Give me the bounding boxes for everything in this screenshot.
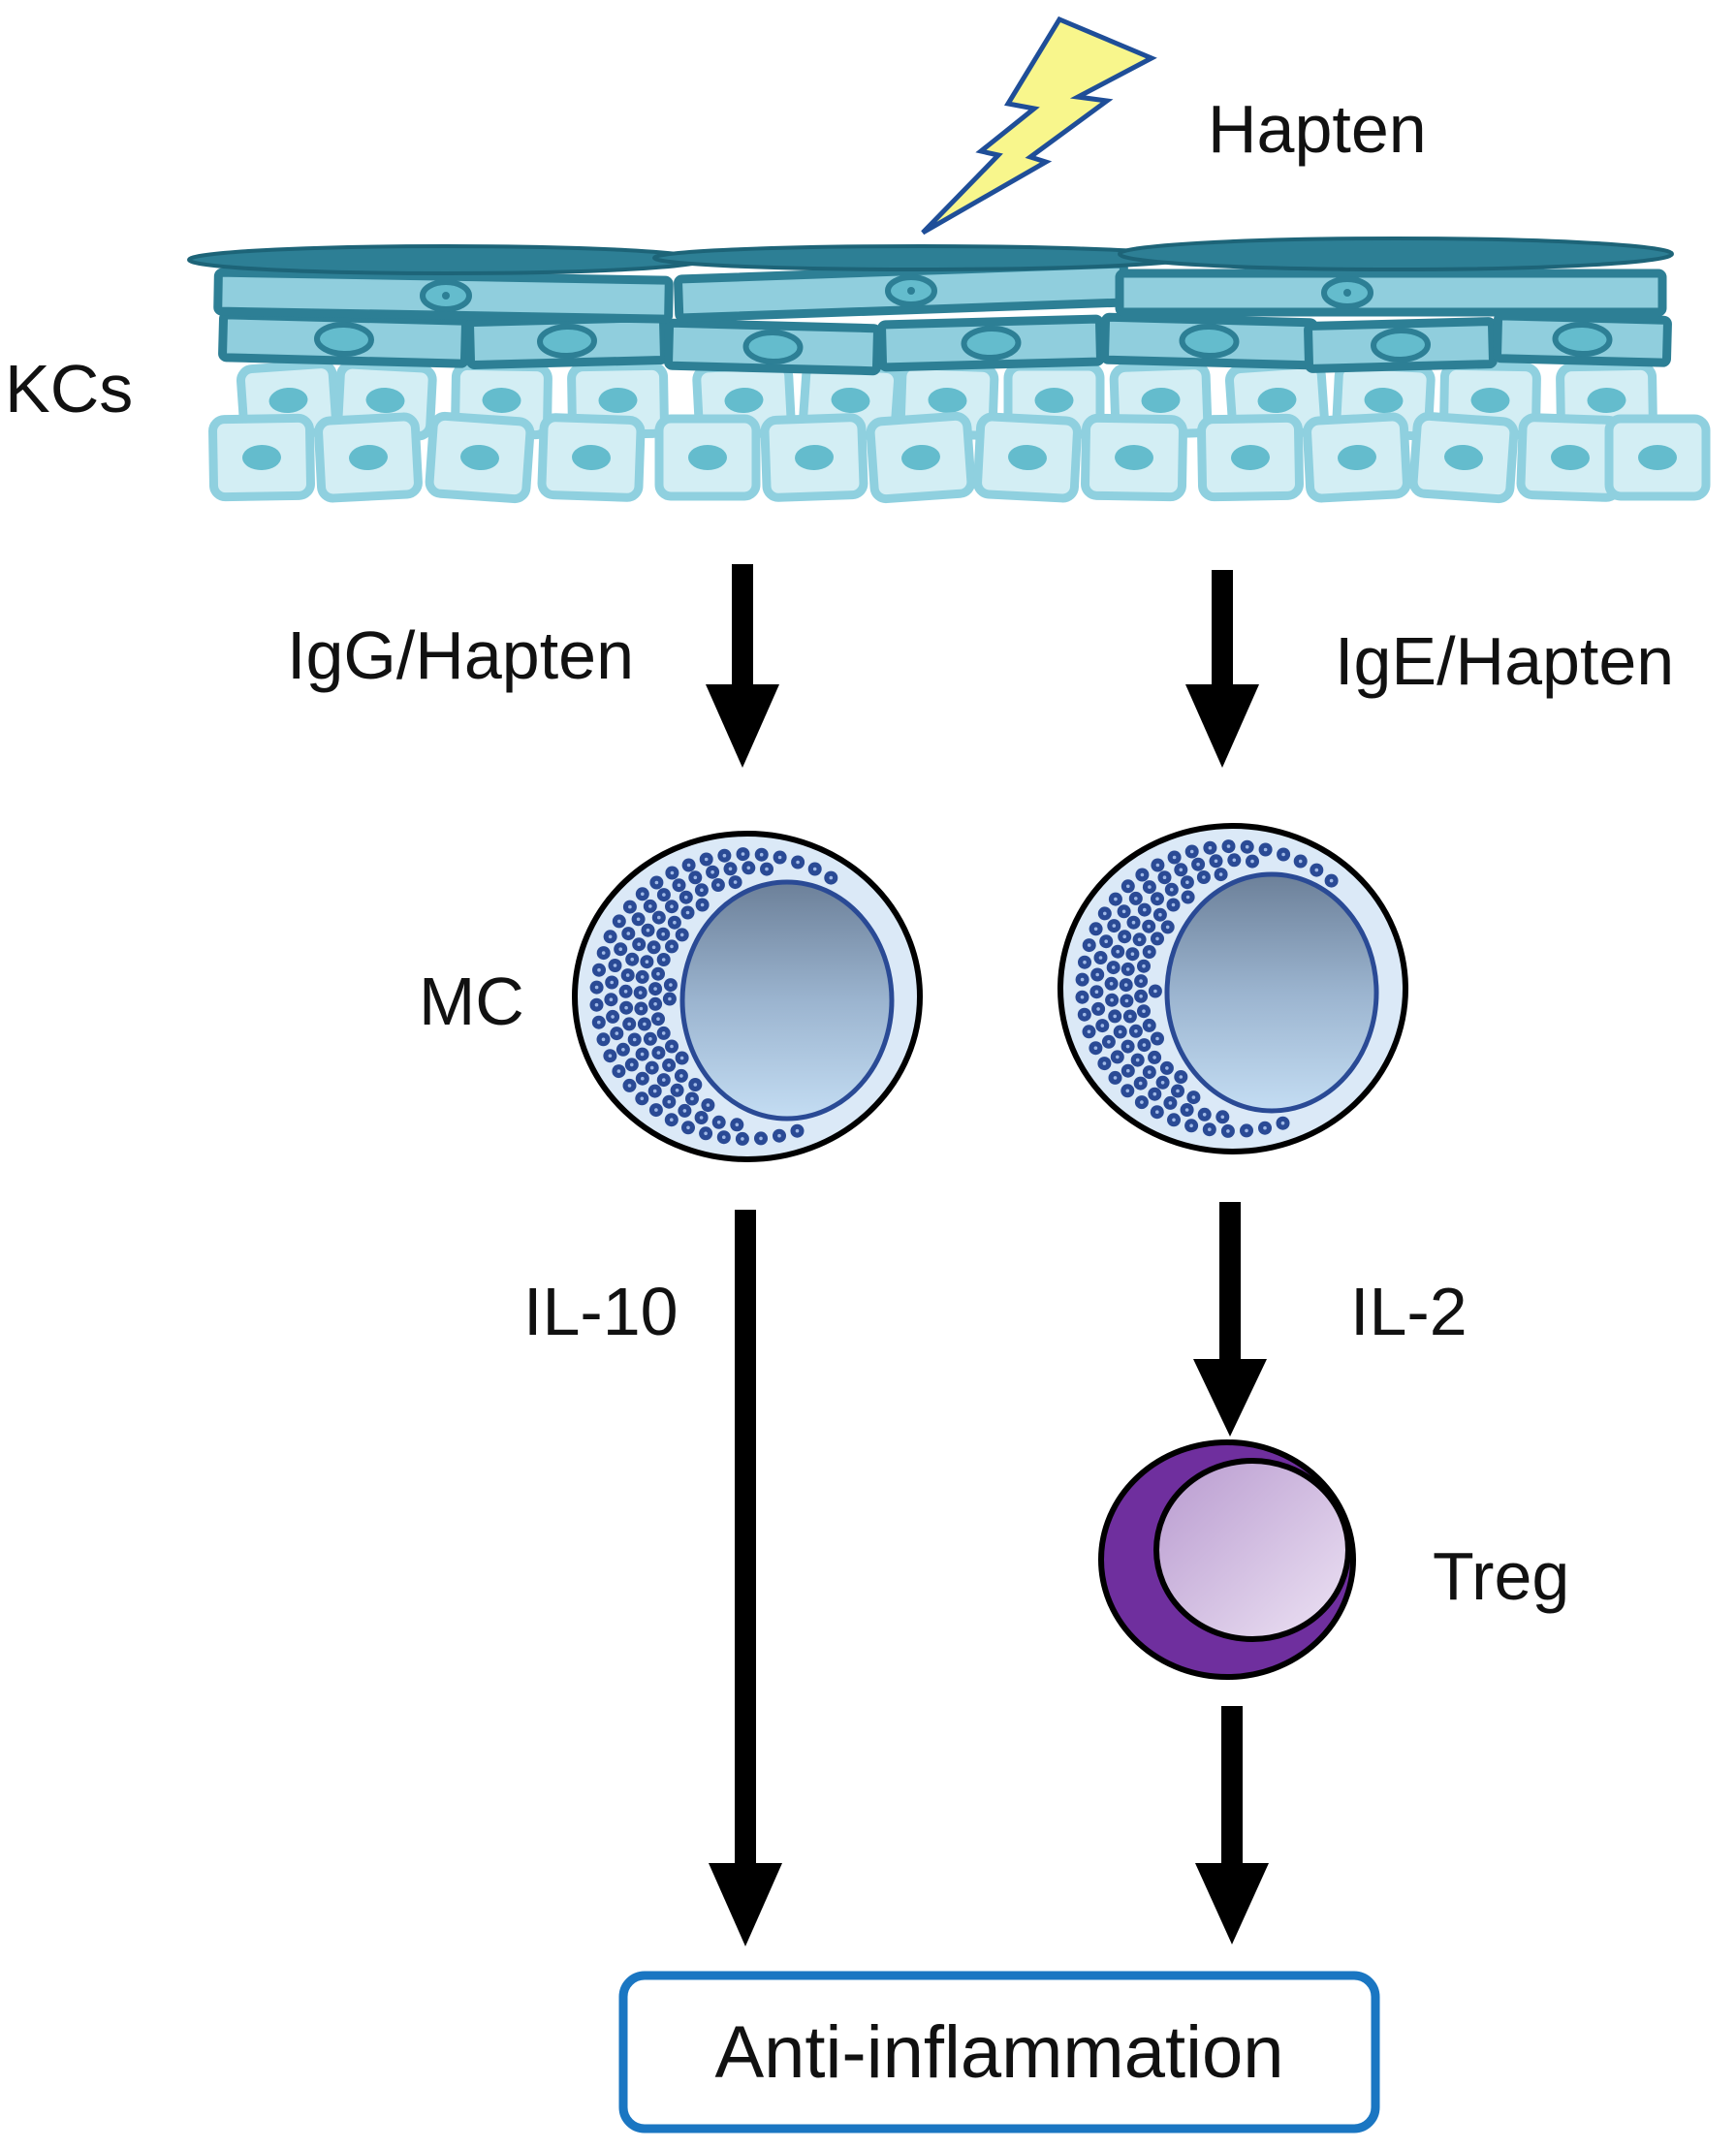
keratinocyte-cell [451,361,552,440]
keratinocyte-cell [877,314,1105,372]
keratinocyte-cell [314,412,423,503]
treg-label: Treg [1433,1538,1569,1614]
keratinocyte-cell [537,413,646,502]
outcome-box [618,1971,1380,2133]
keratinocyte-cell [654,414,761,501]
igg-hapten-label: IgG/Hapten [287,617,634,693]
lightning-icon [921,16,1157,236]
mast-cell-icon [572,831,923,1162]
il10-label: IL-10 [523,1274,679,1349]
keratinocyte-cell [664,318,882,376]
keratinocyte-cell [425,411,535,504]
skin-layer-icon [187,237,1711,504]
mc-label: MC [419,964,524,1039]
keratinocyte-cell [1304,317,1498,373]
keratinocyte-cell [866,411,976,504]
keratinocyte-cell [1493,311,1672,367]
keratinocyte-surface-cells [187,237,1674,324]
ige-hapten-label: IgE/Hapten [1335,623,1674,699]
mast-cell-granules [1075,839,1339,1138]
keratinocyte-cell [1197,413,1304,502]
arrow-mc-to-treg [1193,1202,1267,1437]
arrow-kcs-to-mc-right [1185,570,1259,768]
keratinocyte-cell [218,310,470,368]
il2-label: IL-2 [1350,1274,1468,1349]
keratinocyte-cell [1604,414,1711,501]
keratinocyte-cell [973,412,1082,503]
keratinocyte-cell [208,413,315,502]
treg-cell-icon [1098,1439,1356,1680]
keratinocyte-cell [465,312,669,370]
outcome-label: Anti-inflammation [714,2011,1283,2094]
arrow-kcs-to-mc-left [706,564,779,768]
hapten-label: Hapten [1208,91,1427,167]
keratinocyte-basal-cells [208,360,1711,504]
keratinocyte-cell [1303,412,1411,503]
keratinocyte-cell [1408,411,1519,504]
keratinocyte-cell [1081,413,1187,502]
arrow-mc-to-outcome-left [709,1210,782,1946]
keratinocyte-cell [1100,312,1318,370]
keratinocyte-spinous-cells [218,310,1672,376]
mast-cell-icon [1057,823,1408,1154]
mast-cell-granules [589,847,838,1146]
arrow-treg-to-outcome [1195,1706,1269,1944]
keratinocyte-cell [760,413,868,502]
kcs-label: KCs [5,351,133,427]
